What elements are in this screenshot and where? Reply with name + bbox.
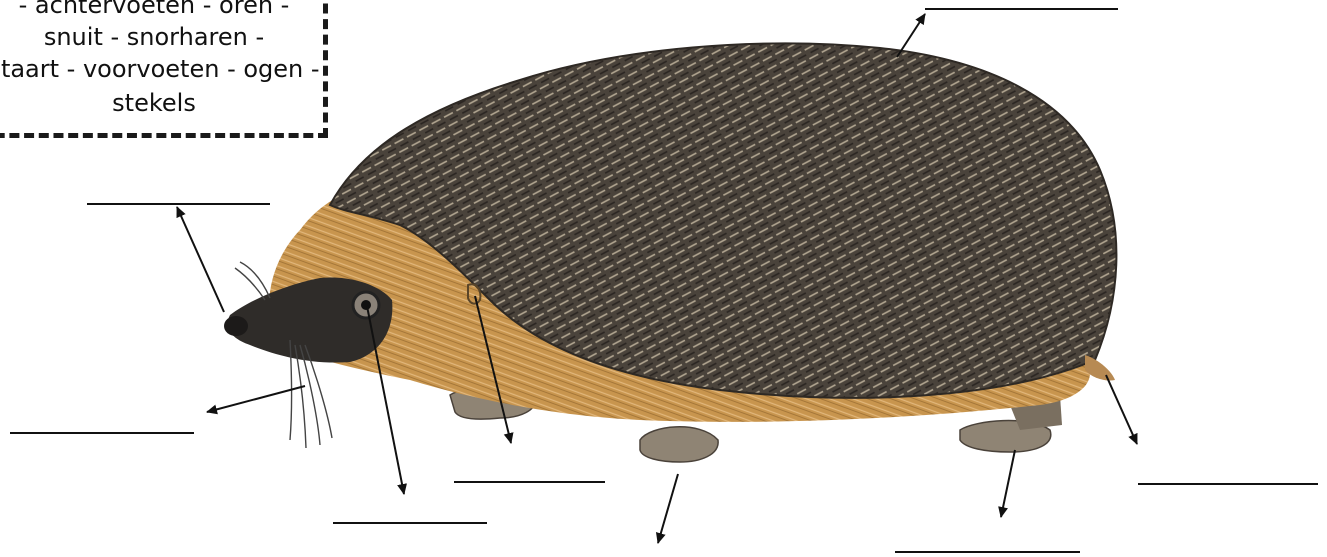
- arrow-voorvoeten: [658, 474, 678, 543]
- arrow-stekels: [897, 14, 925, 57]
- nose-icon: [224, 316, 248, 336]
- arrow-staart: [1106, 375, 1137, 444]
- hedgehog-face: [228, 277, 393, 362]
- arrow-achtervoeten: [1001, 450, 1015, 517]
- arrow-snorharen: [207, 386, 305, 412]
- arrow-snuit: [177, 207, 224, 312]
